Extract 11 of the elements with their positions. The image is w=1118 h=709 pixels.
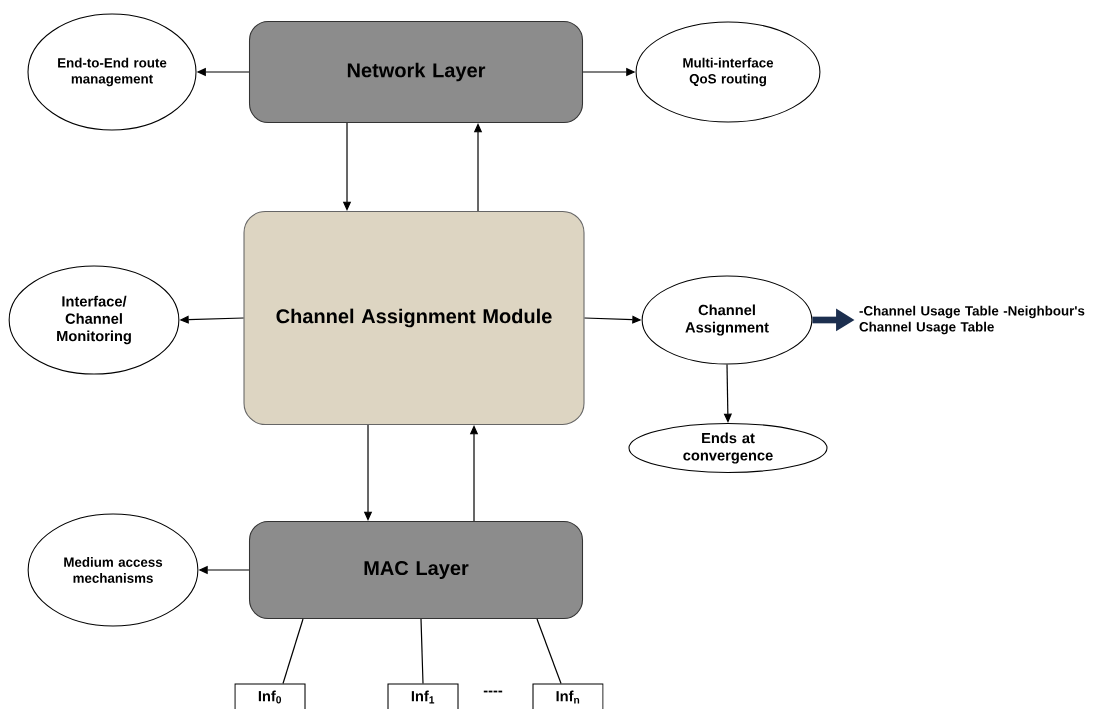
table-list-text: -Channel Usage Table -Neighbour's Channel Usage Table <box>859 305 1085 335</box>
module-box: Channel Assignment Module <box>243 210 585 426</box>
interface-box: Inf$_{n}$ <box>532 683 604 709</box>
connector-line <box>536 618 562 685</box>
connector-line <box>420 618 424 685</box>
interface-box: Inf$_{0}$ <box>234 683 306 709</box>
layer-box: MAC Layer <box>248 520 584 620</box>
layer-box: Network Layer <box>248 20 584 124</box>
interface-box: Inf$_{1}$ <box>387 683 459 709</box>
connector-line <box>282 618 304 685</box>
ellipsis-label: ---- <box>483 690 503 693</box>
